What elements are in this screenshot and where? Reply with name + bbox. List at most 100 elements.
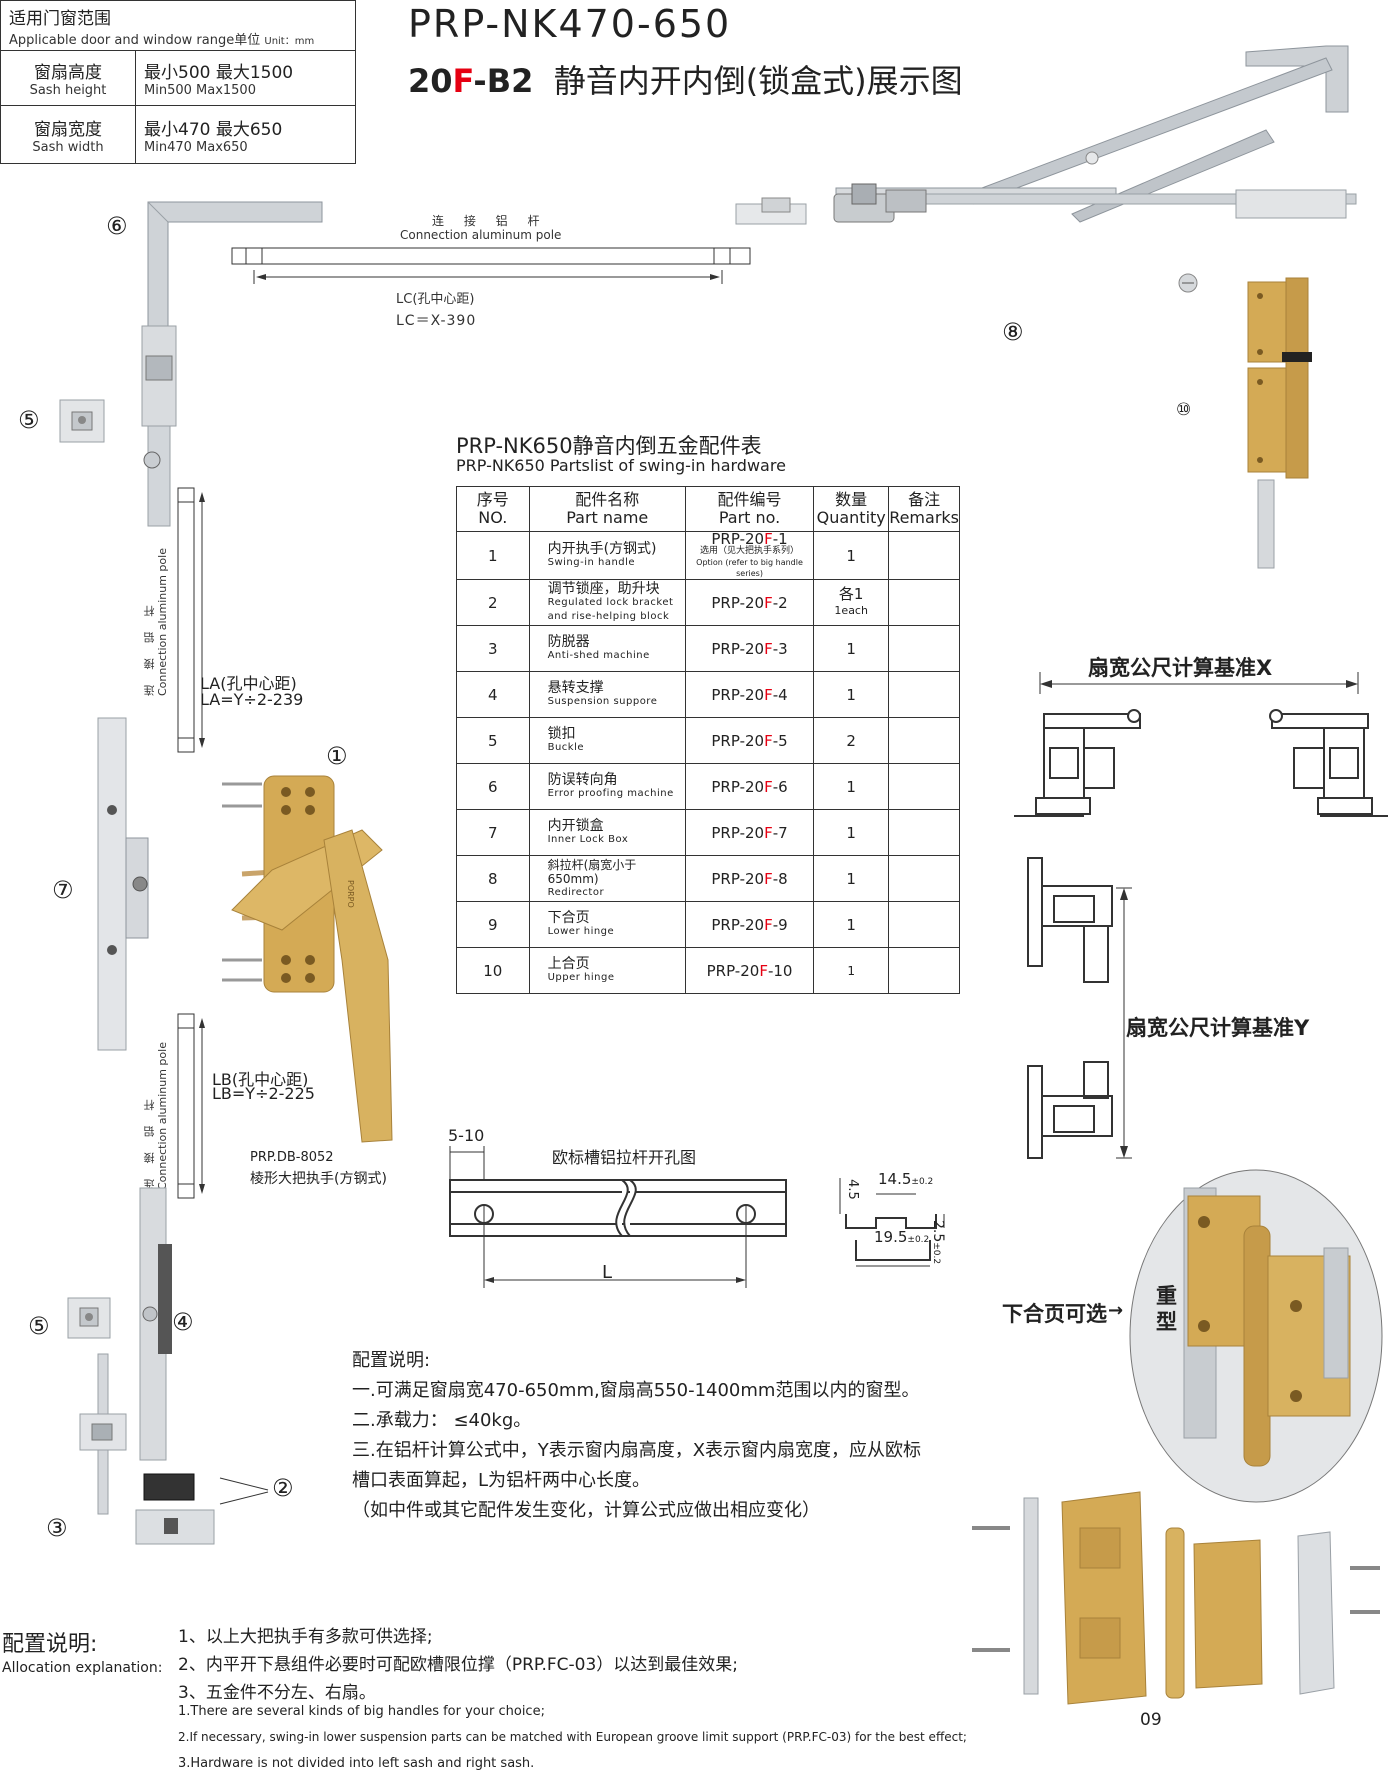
- row-code: PRP-20F-9: [684, 901, 815, 948]
- lb-formula: LB=Y÷2-225: [212, 1084, 315, 1103]
- pole-a-label-en: Connection aluminum pole: [156, 548, 169, 696]
- row-code-f: F: [764, 731, 773, 750]
- row-name-en: Error proofing machine: [547, 787, 674, 799]
- col-name-cn: 配件名称: [575, 490, 640, 509]
- config-note-2: 二.承载力： ≤40kg。: [352, 1410, 532, 1431]
- row-code-pre: PRP-20: [711, 869, 765, 888]
- drill-dim-2-5: 2.5: [930, 1220, 946, 1243]
- row-remarks: [888, 763, 960, 810]
- parts-table-title-cn: PRP-NK650静音内倒五金配件表: [456, 434, 762, 458]
- row-qty: 1: [813, 901, 890, 948]
- drill-dim-4-5: 4.5: [844, 1179, 860, 1200]
- row-code: PRP-20F-3: [684, 625, 815, 672]
- leader-line-2: [219, 1477, 269, 1505]
- spec-unit-en: Unit：mm: [264, 35, 315, 47]
- col-rem-en: Remarks: [889, 508, 959, 527]
- row-name-cn: 斜拉杆(扇宽小于650mm): [547, 857, 637, 886]
- row-name-cn: 下合页: [547, 909, 590, 926]
- marker-1: ①: [326, 742, 348, 770]
- drill-dim-l: L: [602, 1262, 613, 1283]
- lock-bracket-image: [135, 1473, 215, 1545]
- row-remarks: [888, 855, 960, 902]
- swing-in-handle-image: PORPO: [222, 775, 393, 1143]
- spec-unit-cn: 单位: [234, 32, 261, 48]
- marker-5-top: ⑤: [18, 406, 40, 434]
- hinge-option-label: 下合页可选: [1002, 1302, 1107, 1326]
- marker-10: ⑩: [1176, 400, 1192, 420]
- la-formula: LA=Y÷2-239: [200, 690, 304, 709]
- row-code-post: -7: [772, 823, 788, 842]
- row-name-en: Redirector: [547, 886, 605, 898]
- anti-shed-image: [79, 1353, 127, 1515]
- col-qty-en: Quantity: [816, 508, 886, 527]
- row-name: 斜拉杆(扇宽小于650mm)Redirector: [528, 855, 686, 902]
- row-code-post: -2: [772, 593, 788, 612]
- row-name-cn: 调节锁座，助升块: [547, 580, 660, 597]
- row-code-post: -8: [772, 869, 788, 888]
- row-code: PRP-20F-7: [684, 809, 815, 856]
- row-code: PRP-20F-4: [684, 671, 815, 718]
- row-qty: 1: [813, 531, 890, 580]
- allocation-title-en: Allocation explanation:: [2, 1660, 163, 1676]
- drill-tol-19-5: ±0.2: [907, 1235, 930, 1245]
- row-name-en-2: and rise-helping block: [547, 610, 670, 622]
- row-code-post: -3: [772, 639, 788, 658]
- row-code: PRP-20F-2: [684, 579, 815, 626]
- allocation-line-3: 3、五金件不分左、右扇。: [178, 1683, 376, 1703]
- row-remarks: [888, 947, 960, 994]
- col-no-cn: 序号: [476, 490, 509, 509]
- row-name-en: Swing-in handle: [547, 556, 636, 568]
- row-qty-en: 1each: [834, 604, 868, 617]
- row-code: PRP-20F-10: [684, 947, 815, 994]
- row-name-cn: 防脱器: [547, 633, 590, 650]
- corner-drive-image: [141, 201, 323, 527]
- spec-height-value: 最小500 最大1500 Min500 Max1500: [135, 50, 356, 106]
- row-code-f: F: [764, 530, 773, 548]
- row-name-en: Suspension suppore: [547, 695, 658, 707]
- spec-height-val-cn: 最小500 最大1500: [144, 63, 294, 83]
- row-no: 7: [456, 809, 530, 856]
- row-code-post: -9: [772, 915, 788, 934]
- row-code-post: -4: [772, 685, 788, 704]
- row-qty: 1: [813, 809, 890, 856]
- connection-pole-a: [177, 487, 205, 753]
- row-remarks: [888, 671, 960, 718]
- suspension-support-image: [139, 1187, 172, 1461]
- row-code-post: -6: [772, 777, 788, 796]
- row-no: 1: [456, 531, 530, 580]
- page-title: 20F-B2 静音内开内倒(锁盒式)展示图: [408, 56, 963, 102]
- row-name-cn: 防误转向角: [547, 771, 618, 788]
- row-code-post: -1: [772, 530, 788, 548]
- row-name-cn: 锁扣: [547, 725, 576, 742]
- lc-label: LC(孔中心距): [396, 292, 475, 307]
- row-qty: 1: [813, 671, 890, 718]
- config-note-3: 三.在铝杆计算公式中，Y表示窗内扇高度，X表示窗内扇宽度，应从欧标: [352, 1440, 922, 1461]
- code-suffix: -B2: [473, 62, 534, 100]
- spec-width-en: Sash width: [32, 139, 104, 155]
- row-name-en: Inner Lock Box: [547, 833, 629, 845]
- allocation-line-2: 2、内平开下悬组件必要时可配欧槽限位撑（PRP.FC-03）以达到最佳效果;: [178, 1655, 739, 1675]
- spec-height-cn: 窗扇高度: [34, 63, 102, 83]
- row-code-f: F: [764, 593, 773, 612]
- row-name-en: Anti-shed machine: [547, 649, 650, 661]
- row-name-en: Buckle: [547, 741, 585, 753]
- drill-hole-diagram: [449, 1146, 787, 1288]
- spec-range-cn: 适用门窗范围: [9, 8, 111, 29]
- spec-width-label: 窗扇宽度 Sash width: [0, 105, 136, 164]
- title-text: 静音内开内倒(锁盒式)展示图: [553, 62, 963, 100]
- row-no: 4: [456, 671, 530, 718]
- allocation-line-1: 1、以上大把执手有多款可供选择;: [178, 1627, 433, 1647]
